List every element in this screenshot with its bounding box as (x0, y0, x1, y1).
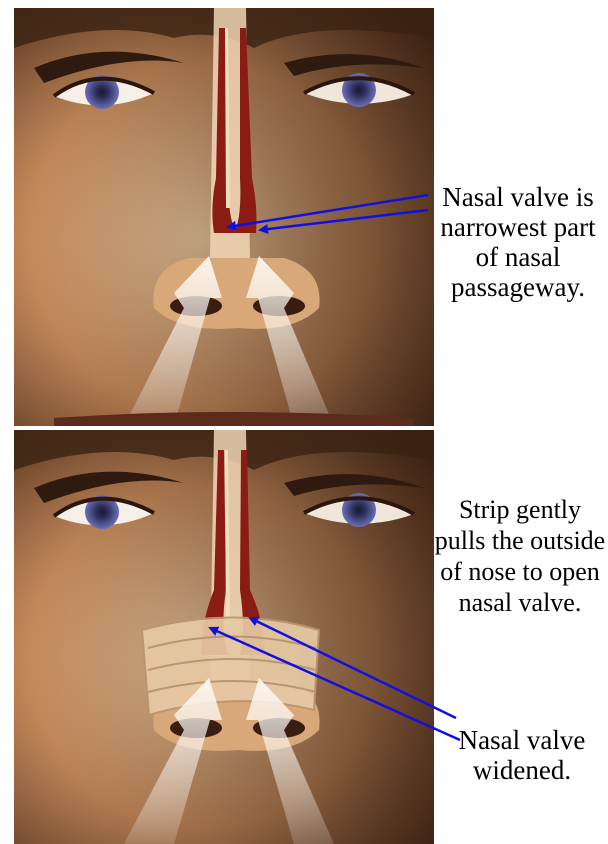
narrow-valve-caption: Nasal valve is narrowest part of nasal p… (428, 182, 608, 302)
face-illustration-bottom (14, 430, 434, 844)
strip-caption: Strip gently pulls the outside of nose t… (432, 494, 608, 618)
face-illustration-top (14, 8, 434, 426)
widened-caption: Nasal valve widened. (436, 725, 608, 785)
nasal-strip (142, 618, 319, 716)
narrow-valve-illustration (14, 8, 434, 426)
widened-valve-illustration (14, 430, 434, 844)
